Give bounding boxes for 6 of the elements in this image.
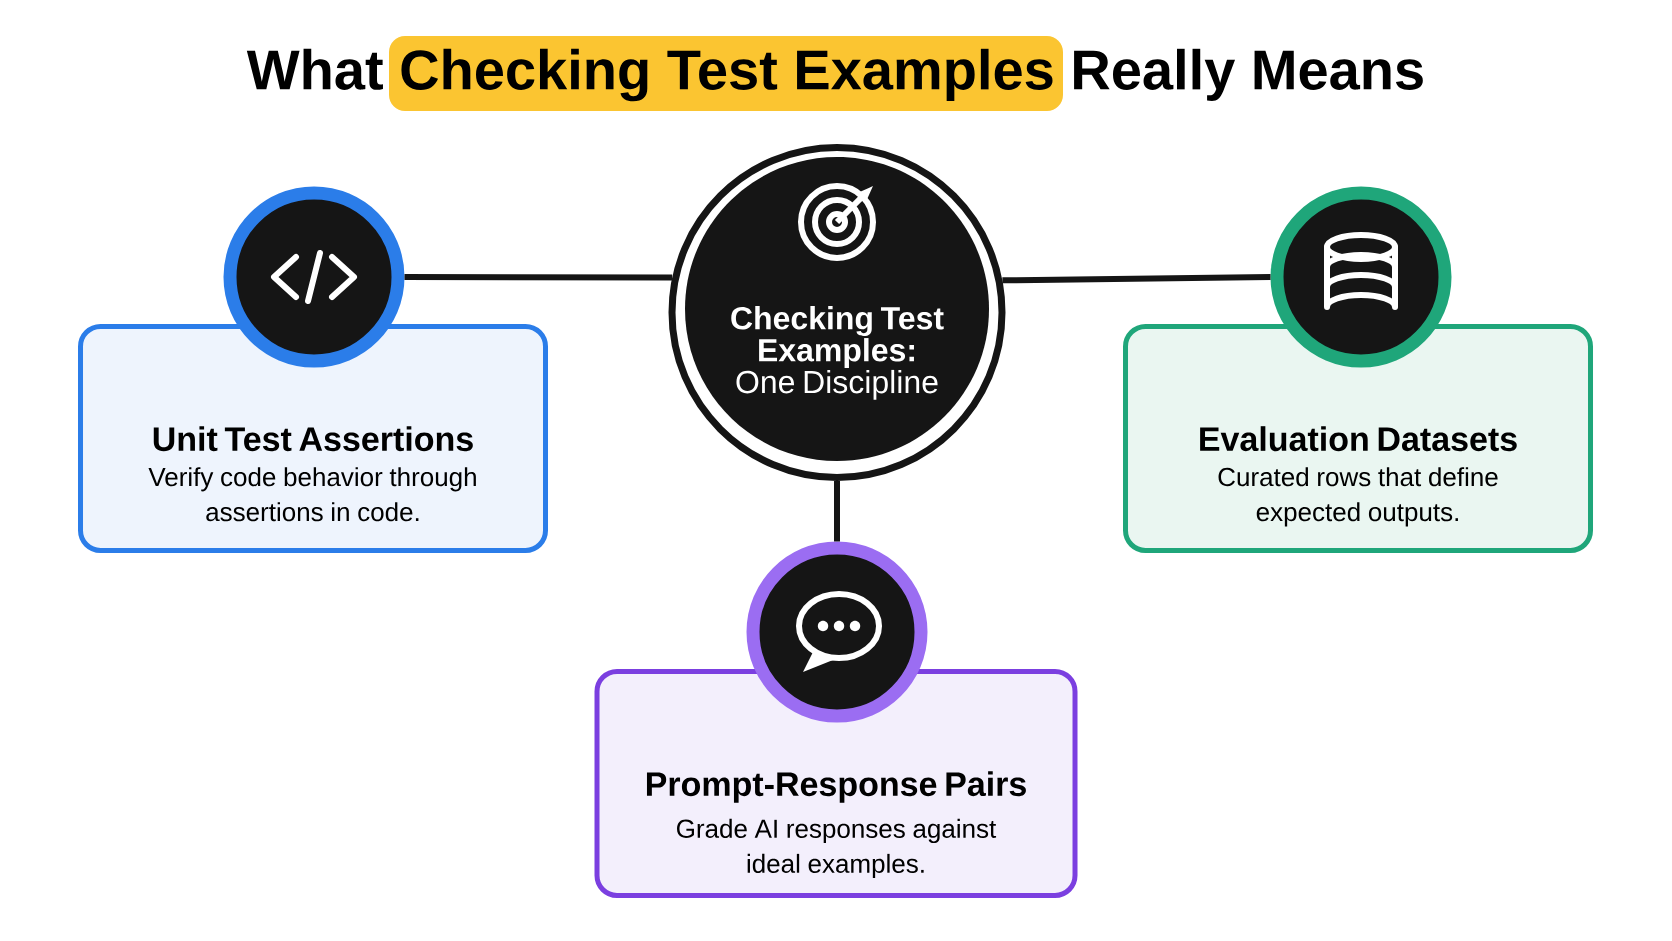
connector-line (404, 274, 673, 281)
card: Evaluation Datasets Curated rows that define expected outputs. (1123, 324, 1593, 553)
title: What Checking Test Examples Really Means (246, 36, 1423, 111)
connector-line (1002, 274, 1271, 284)
card: Prompt-Response Pairs Grade AI responses against ideal examples. (594, 669, 1078, 898)
card: Unit Test Assertions Verify code behavior through assertions in code. (78, 324, 548, 553)
